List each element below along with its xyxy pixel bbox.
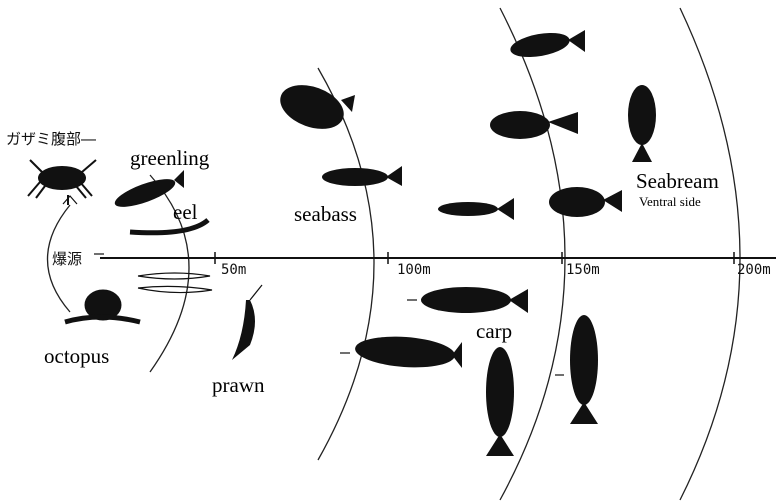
label-octopus: octopus (44, 344, 109, 369)
arc-150m (500, 8, 565, 500)
carp-fish-icon (421, 287, 528, 313)
prawn-icon (232, 285, 262, 360)
tick-100m: 100m (397, 262, 431, 278)
arc-200m (680, 8, 740, 500)
label-prawn: prawn (212, 373, 264, 398)
rockfish-icon (490, 111, 578, 139)
crab-icon (28, 160, 96, 205)
tick-150m: 150m (566, 262, 600, 278)
blast-source-label: 爆源 (52, 248, 82, 269)
label-eel: eel (173, 200, 197, 225)
flatfish-icon (274, 77, 355, 137)
crucian-carp-icon (486, 347, 514, 456)
carp-fish-icon (354, 334, 462, 371)
tick-50m: 50m (221, 262, 246, 278)
label-seabass: seabass (294, 202, 357, 227)
octopus-icon (65, 290, 140, 322)
label-carp: carp (476, 319, 512, 344)
tick-200m: 200m (737, 262, 771, 278)
seabream-fish-icon (549, 187, 622, 217)
label-ventral-side: Ventral side (639, 194, 701, 210)
rockfish-icon (509, 29, 585, 61)
seabass-fish-icon (322, 166, 402, 186)
label-greenling: greenling (130, 146, 209, 171)
label-seabream: Seabream (636, 169, 719, 194)
crab-abdomen-label: ガザミ腹部― (6, 128, 96, 149)
crucian-carp-icon (570, 315, 598, 424)
seabream-fish-icon (628, 85, 656, 162)
mackerel-fish-icon (438, 198, 514, 220)
eel-outline-icon (138, 273, 212, 293)
